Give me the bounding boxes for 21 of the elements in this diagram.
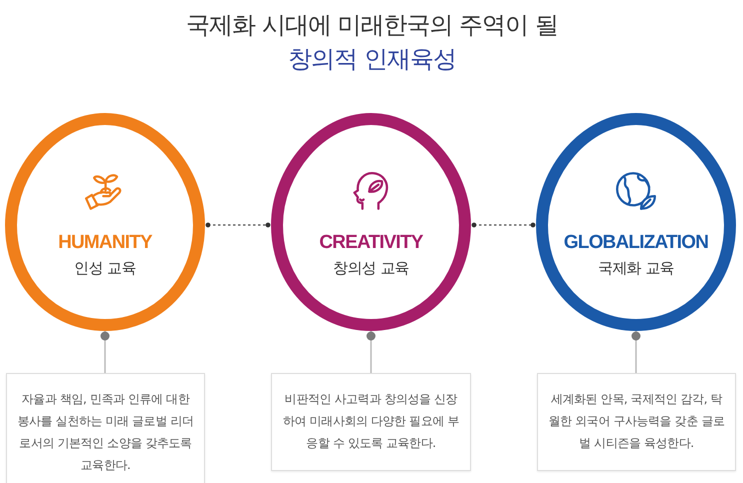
description-text: 자율과 책임, 민족과 인류에 대한 봉사를 실천하는 미래 글로벌 리더로서의 기본적인 소양을 갖추도록 교육한다. [17, 391, 194, 474]
category-heading: HUMANITY [58, 231, 152, 255]
pin-line [366, 331, 376, 373]
title: 국제화 시대에 미래한국의 주역이 될 창의적 인재육성 [185, 10, 559, 75]
dotted-connector [206, 222, 270, 228]
description-text: 비판적인 사고력과 창의성을 신장하여 미래사회의 다양한 필요에 부응할 수 있도록 교육한다. [282, 391, 460, 452]
dotted-connector [472, 222, 536, 228]
description-text: 세계화된 안목, 국제적인 감각, 탁월한 외국어 구사능력을 갖춘 글로벌 시티즌을 육성한다. [548, 391, 725, 452]
description-card [271, 373, 471, 471]
category-ring [5, 113, 205, 331]
category-heading: GLOBALIZATION [564, 231, 708, 255]
category-ring [536, 113, 736, 331]
category-subheading: 국제화 교육 [598, 258, 674, 279]
description-card [6, 373, 205, 483]
description-card [537, 373, 736, 471]
pin-line [632, 331, 640, 373]
category-ring [271, 113, 471, 331]
category-heading: CREATIVITY [319, 231, 423, 255]
pin-line [100, 331, 110, 373]
category-subheading: 창의성 교육 [332, 258, 410, 279]
category-subheading: 인성 교육 [74, 258, 136, 279]
